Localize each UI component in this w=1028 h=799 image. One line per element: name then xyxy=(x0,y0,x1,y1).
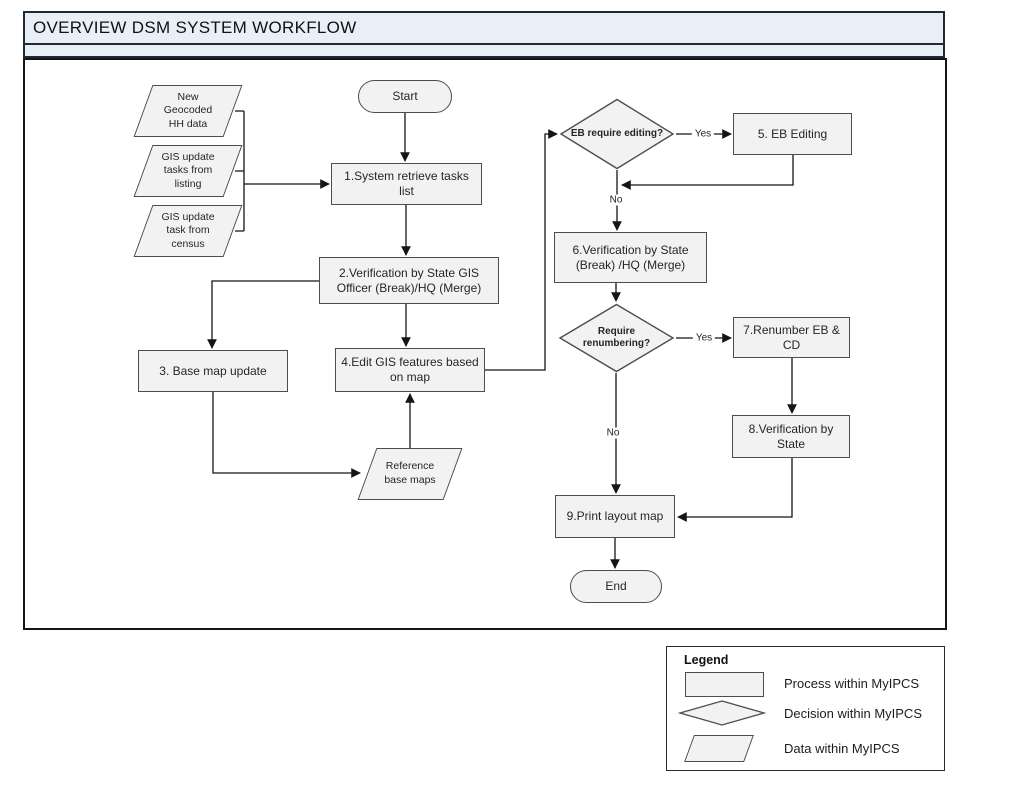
data-node-label: GIS update task from census xyxy=(161,210,215,250)
diamond-shape xyxy=(559,98,675,170)
data-node-gis-update-task-census: GIS update task from census xyxy=(133,205,243,257)
decision-eb-require-editing: EB require editing? xyxy=(559,98,675,170)
end-node: End xyxy=(570,570,662,603)
legend-data-swatch xyxy=(684,735,754,762)
legend-decision-swatch xyxy=(678,700,766,726)
legend-data-label: Data within MyIPCS xyxy=(784,741,900,756)
process-7-renumber-eb-cd: 7.Renumber EB & CD xyxy=(733,317,850,358)
legend-decision-label: Decision within MyIPCS xyxy=(784,706,922,721)
data-node-reference-base-maps: Reference base maps xyxy=(357,448,463,500)
legend-title: Legend xyxy=(684,653,729,667)
legend-process-label: Process within MyIPCS xyxy=(784,676,920,691)
diamond-shape xyxy=(558,303,675,373)
data-node-gis-update-tasks-listing: GIS update tasks from listing xyxy=(133,145,243,197)
process-8-verification-by-state: 8.Verification by State xyxy=(732,415,850,458)
decision-label: EB require editing? xyxy=(570,128,664,139)
process-6-verification-by-state: 6.Verification by State (Break) /HQ (Mer… xyxy=(554,232,707,283)
decision-require-renumbering: Require renumbering? xyxy=(558,303,675,373)
legend-box: Legend Process within MyIPCS Decision wi… xyxy=(666,646,945,771)
data-node-label: GIS update tasks from listing xyxy=(161,150,215,190)
data-node-new-geocoded-hh-data: New Geocoded HH data xyxy=(133,85,243,137)
data-node-label: New Geocoded HH data xyxy=(163,90,213,130)
process-3-base-map-update: 3. Base map update xyxy=(138,350,288,392)
process-1-system-retrieve-tasks-list: 1.System retrieve tasks list xyxy=(331,163,482,205)
banner-strip xyxy=(25,45,943,58)
process-9-print-layout-map: 9.Print layout map xyxy=(555,495,675,538)
process-2-verification-state-gis-officer: 2.Verification by State GIS Officer (Bre… xyxy=(319,257,499,304)
title-banner: OVERVIEW DSM SYSTEM WORKFLOW xyxy=(23,11,945,58)
branch-label-yes-2: Yes xyxy=(692,332,716,344)
page-title: OVERVIEW DSM SYSTEM WORKFLOW xyxy=(25,13,943,45)
start-node: Start xyxy=(358,80,452,113)
decision-label: Require renumbering? xyxy=(582,326,651,349)
process-5-eb-editing: 5. EB Editing xyxy=(733,113,852,155)
data-node-label: Reference base maps xyxy=(384,460,436,486)
process-4-edit-gis-features: 4.Edit GIS features based on map xyxy=(335,348,485,392)
branch-label-yes-1: Yes xyxy=(691,128,715,140)
branch-label-no-1: No xyxy=(606,194,626,206)
legend-process-swatch xyxy=(685,672,764,697)
branch-label-no-2: No xyxy=(603,427,623,439)
parallelogram-shape xyxy=(684,735,754,762)
